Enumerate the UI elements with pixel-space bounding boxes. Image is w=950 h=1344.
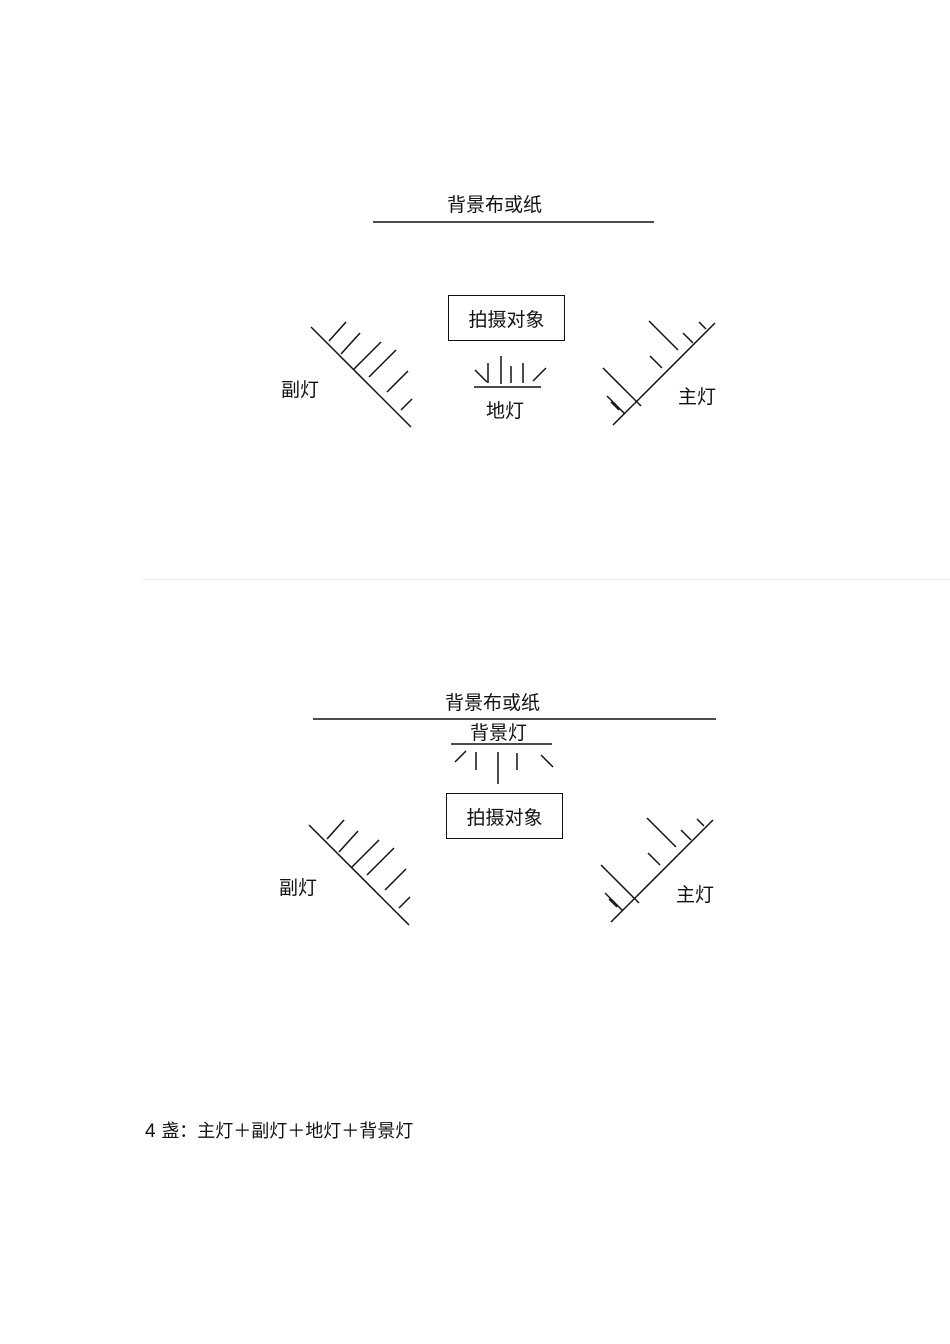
subject-label: 拍摄对象 <box>468 308 545 331</box>
lighting-caption: 4 盏：主灯＋副灯＋地灯＋背景灯 <box>145 1117 413 1143</box>
subject-box: 拍摄对象 <box>446 793 563 839</box>
subject-label: 拍摄对象 <box>466 806 543 829</box>
section-divider <box>142 579 950 580</box>
fill-light-symbol <box>308 819 411 926</box>
background-light-label: 背景灯 <box>470 722 528 744</box>
subject-box: 拍摄对象 <box>448 295 565 341</box>
key-light-symbol <box>602 320 716 426</box>
diagram-1-lines <box>310 221 716 428</box>
caption-count: 4 <box>145 1121 156 1142</box>
backdrop-label: 背景布或纸 <box>445 692 541 714</box>
fill-light-symbol <box>310 321 413 428</box>
lighting-diagram-1: 背景布或纸 拍摄对象 副灯 主灯 地灯 <box>0 0 950 428</box>
floor-light-symbol <box>474 356 547 388</box>
fill-light-label: 副灯 <box>281 379 320 401</box>
background-light-symbol <box>451 743 554 784</box>
fill-light-label: 副灯 <box>279 877 318 899</box>
caption-text: 盏：主灯＋副灯＋地灯＋背景灯 <box>161 1121 414 1142</box>
lighting-diagram-2: 背景布或纸 背景灯 拍摄对象 副灯 主灯 <box>0 0 950 926</box>
diagram-2-lines <box>308 718 716 926</box>
key-light-symbol <box>600 817 714 923</box>
floor-light-label: 地灯 <box>486 400 525 422</box>
key-light-label: 主灯 <box>678 386 717 408</box>
key-light-label: 主灯 <box>676 884 715 906</box>
backdrop-label: 背景布或纸 <box>447 194 543 216</box>
